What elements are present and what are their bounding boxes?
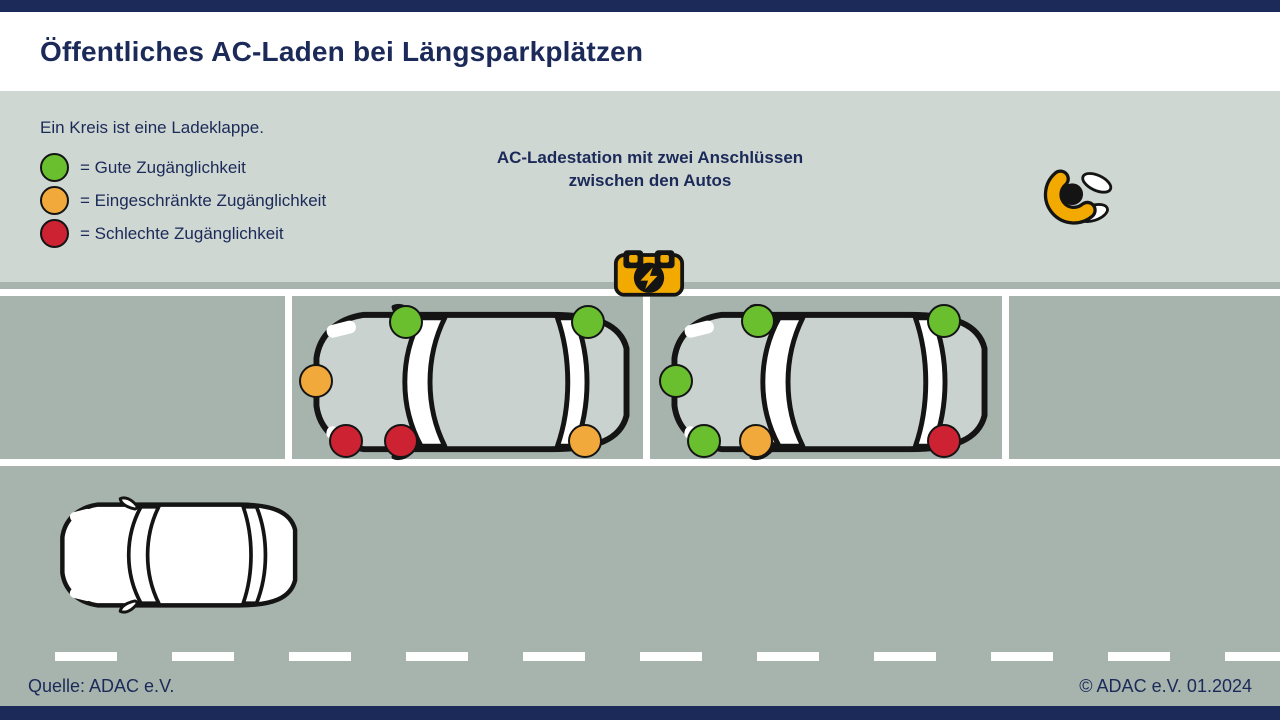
page-title: Öffentliches AC-Laden bei Längsparkplätz… [40, 35, 644, 67]
parking-line-bottom [0, 459, 1280, 466]
header: Öffentliches AC-Laden bei Längsparkplätz… [0, 12, 1280, 91]
station-caption-line1: AC-Ladestation mit zwei Anschlüssen [496, 148, 804, 167]
road-center-dashed-line [0, 652, 1280, 661]
legend-item-label: = Eingeschränkte Zugänglichkeit [80, 190, 327, 210]
bottom-brand-bar [0, 706, 1280, 720]
parking-divider [643, 289, 650, 466]
station-caption-line2: zwischen den Autos [568, 171, 732, 190]
pedestrian-top-view-icon [1043, 169, 1113, 225]
source-credit: Quelle: ADAC e.V. [28, 676, 175, 696]
station-socket [660, 255, 669, 263]
legend: Ein Kreis ist eine Ladeklappe. = Gute Zu… [40, 118, 326, 250]
parked-car-left [298, 303, 643, 461]
top-brand-bar [0, 0, 1280, 12]
legend-item-good: = Gute Zugänglichkeit [40, 151, 326, 184]
copyright-notice: © ADAC e.V. 01.2024 [1079, 676, 1252, 696]
street-area [0, 282, 1280, 706]
parking-divider [285, 289, 292, 466]
limited-accessibility-dot-icon [40, 186, 69, 215]
legend-item-limited: = Eingeschränkte Zugänglichkeit [40, 184, 326, 217]
parked-car-right [656, 303, 1001, 461]
bad-accessibility-dot-icon [40, 219, 69, 248]
charging-station-icon [613, 250, 685, 297]
parking-divider [1002, 289, 1009, 466]
legend-item-label: = Gute Zugänglichkeit [80, 157, 246, 177]
shoe [1081, 172, 1113, 194]
head [1061, 183, 1084, 206]
lightning-bolt-icon [640, 267, 658, 290]
good-accessibility-dot-icon [40, 153, 69, 182]
driving-car [52, 478, 304, 632]
legend-item-bad: = Schlechte Zugänglichkeit [40, 217, 326, 250]
station-socket [629, 255, 638, 263]
legend-item-label: = Schlechte Zugänglichkeit [80, 223, 284, 243]
station-caption: AC-Ladestation mit zwei Anschlüssen zwis… [400, 146, 900, 192]
jacket [1047, 172, 1094, 222]
legend-heading: Ein Kreis ist eine Ladeklappe. [40, 118, 264, 137]
